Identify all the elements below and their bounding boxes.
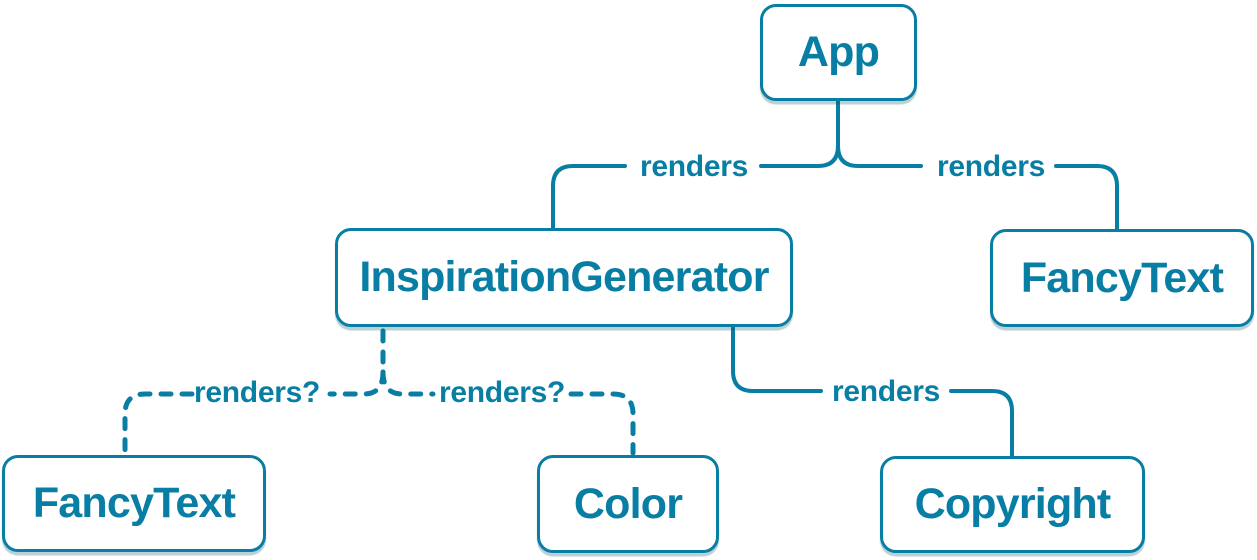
edge-label-inspirationgenerator-color: renders? [439,376,565,409]
node-fancy-text-bottom-label: FancyText [32,479,236,527]
edge-label-app-fancytext: renders [937,150,1045,183]
edge-label-app-inspirationgenerator: renders [640,150,748,183]
node-fancy-text-top-label: FancyText [1020,253,1224,302]
edge-label-inspirationgenerator-fancytext: renders? [194,376,320,409]
node-inspiration-generator-label: InspirationGenerator [359,253,769,301]
edge-inspirationgenerator-copyright [731,326,1014,458]
node-color-label: Color [573,479,683,528]
node-app-label: App [797,28,880,76]
node-copyright: Copyright [880,456,1145,553]
edge-app-fancytext [836,144,1119,232]
node-fancy-text-top: FancyText [990,229,1254,327]
edge-label-inspirationgenerator-copyright: renders [832,375,940,408]
node-fancy-text-bottom: FancyText [2,455,266,552]
node-color: Color [537,455,719,553]
edge-inspirationgenerator-color [380,369,636,456]
node-inspiration-generator: InspirationGenerator [335,228,793,327]
node-copyright-label: Copyright [914,480,1112,528]
node-app: App [760,4,917,101]
